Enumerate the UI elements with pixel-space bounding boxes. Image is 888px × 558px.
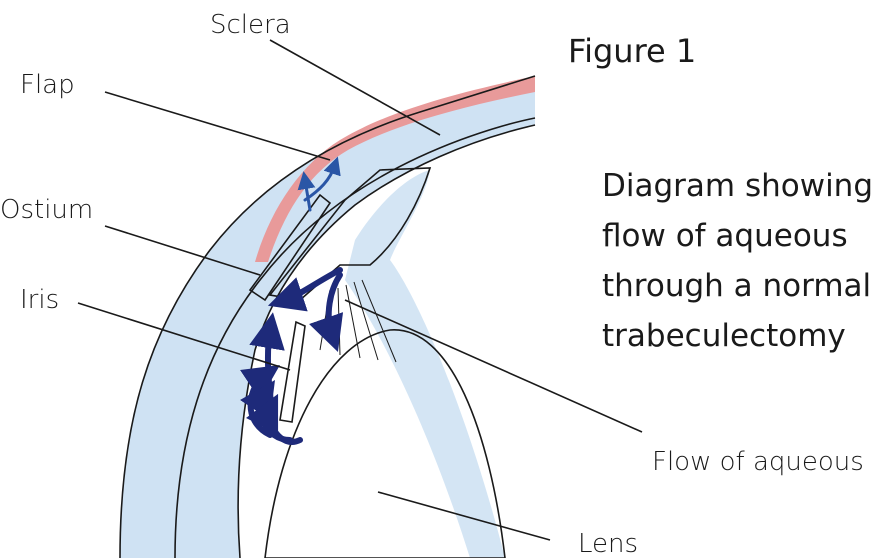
- flap-label: Flap: [20, 70, 75, 100]
- caption-line-3: through a normal: [602, 268, 871, 304]
- ostium-label: Ostium: [0, 195, 93, 225]
- caption-line-2: flow of aqueous: [602, 218, 848, 254]
- iris-label: Iris: [20, 285, 59, 315]
- sclera-leader: [270, 40, 440, 135]
- flow-label: Flow of aqueous: [652, 447, 864, 477]
- figure-title: Figure 1: [568, 32, 696, 70]
- iris-shape: [280, 322, 305, 422]
- lens-label: Lens: [578, 529, 638, 558]
- caption-line-4: trabeculectomy: [602, 318, 846, 354]
- caption-line-1: Diagram showing: [602, 168, 873, 204]
- flow-leader: [345, 300, 642, 432]
- flap-leader: [105, 92, 330, 160]
- ciliary-region: [345, 170, 505, 558]
- sclera-label: Sclera: [210, 10, 291, 40]
